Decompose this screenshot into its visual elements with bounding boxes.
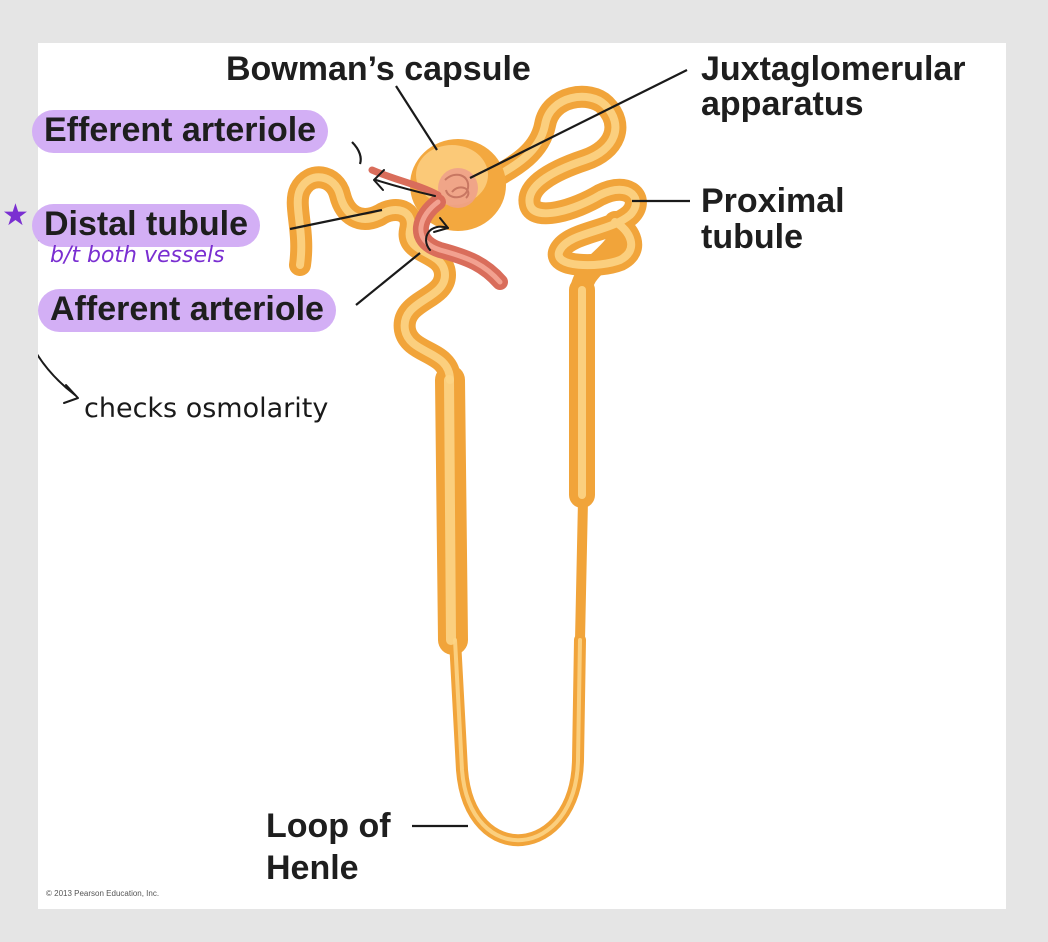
note-between-vessels: b/t both vessels [50, 243, 225, 268]
label-juxtaglomerular-line2: apparatus [701, 85, 864, 123]
label-proximal-line2: tubule [701, 218, 803, 256]
copyright-credit: © 2013 Pearson Education, Inc. [46, 889, 160, 898]
star-icon: ★ [2, 198, 29, 233]
leader-lines [289, 69, 690, 828]
handwritten-arrows [38, 169, 449, 404]
arterioles [368, 166, 508, 290]
label-afferent-arteriole: Afferent arteriole [38, 289, 336, 332]
label-loop-of-henle-line2: Henle [266, 849, 359, 887]
label-distal-tubule: Distal tubule [32, 204, 261, 247]
label-proximal-line1: Proximal [701, 182, 845, 220]
label-efferent-arteriole: Efferent arteriole [32, 110, 329, 153]
label-loop-of-henle-line1: Loop of [266, 807, 391, 845]
label-juxtaglomerular-line1: Juxtaglomerular [701, 50, 966, 88]
label-bowmans-capsule: Bowman’s capsule [226, 50, 531, 88]
diagram-slide: Bowman’s capsule Juxtaglomerular apparat… [32, 43, 1006, 909]
note-checks-osmolarity: checks osmolarity [84, 393, 329, 424]
nephron-diagram [38, 69, 690, 846]
nephron-tubule [286, 85, 647, 846]
